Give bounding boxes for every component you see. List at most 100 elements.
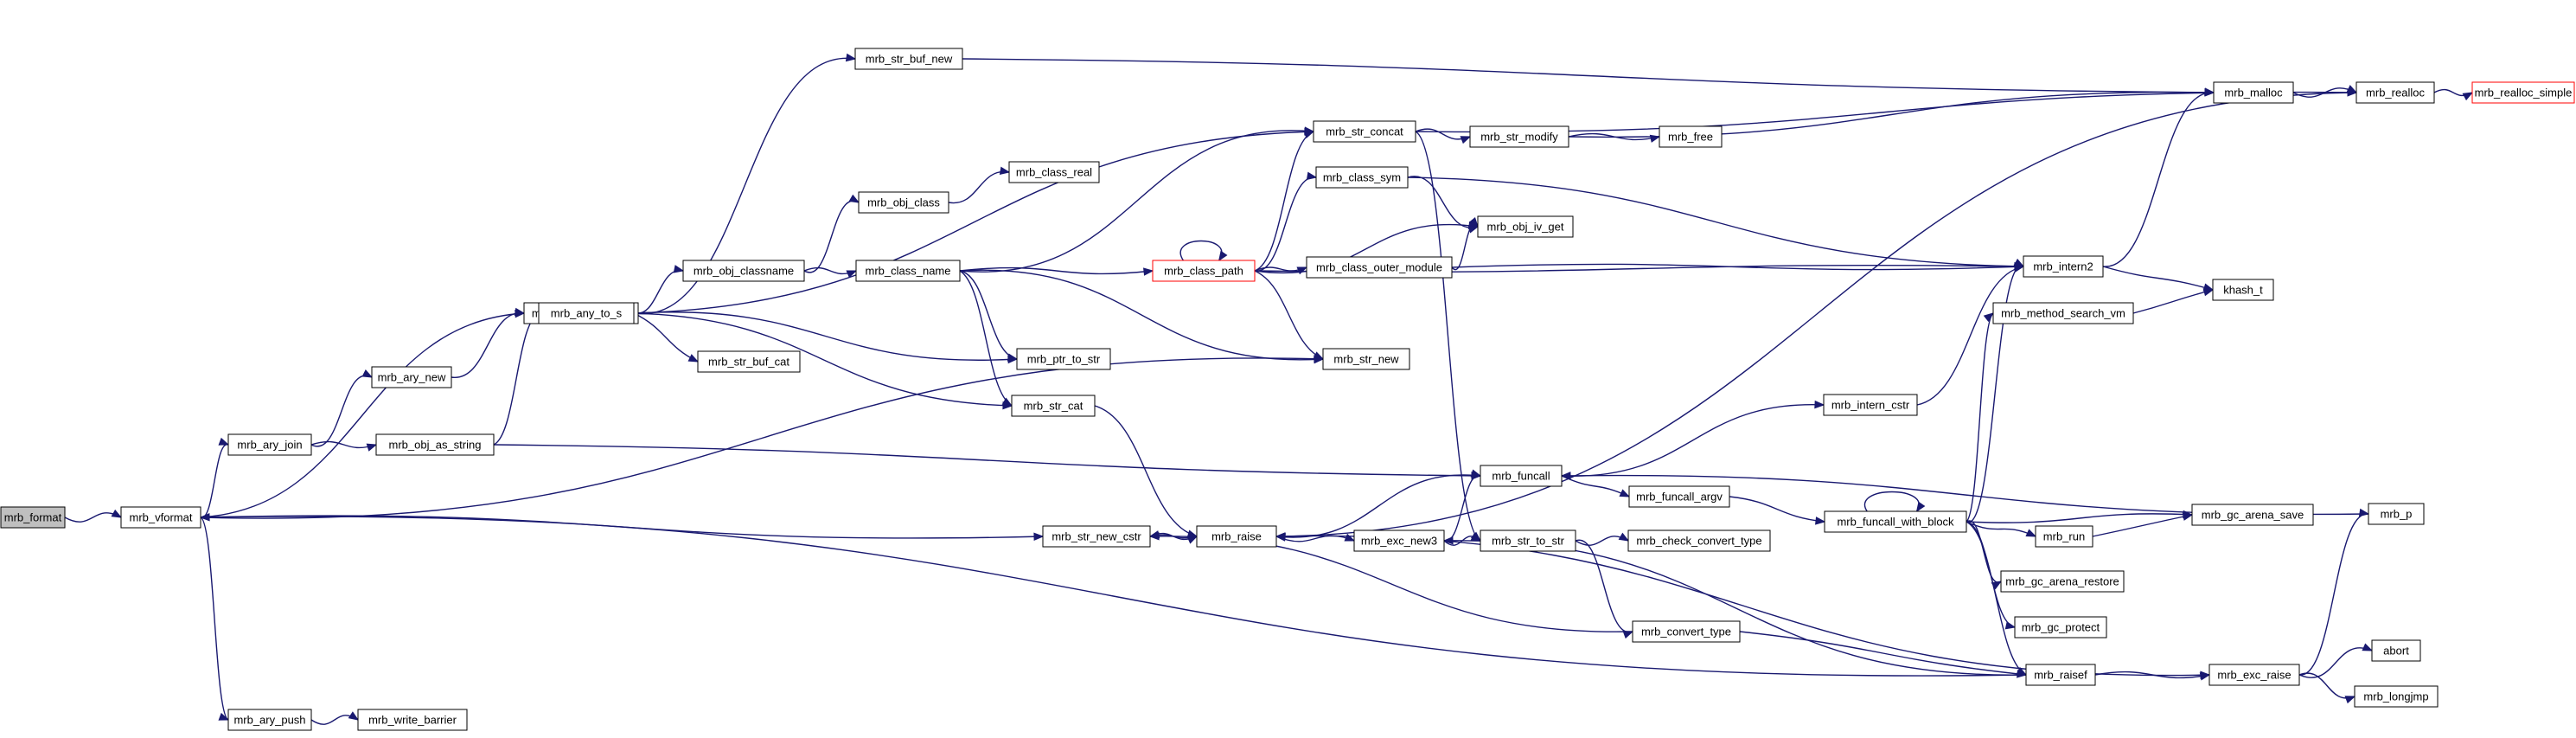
node-mrb_funcall[interactable]: mrb_funcall	[1480, 465, 1563, 487]
node-box[interactable]	[371, 366, 452, 388]
node-box[interactable]	[1315, 166, 1409, 189]
node-mrb_str_cat[interactable]: mrb_str_cat	[1011, 395, 1096, 417]
node-box[interactable]	[697, 350, 801, 373]
node-mrb_longjmp[interactable]: mrb_longjmp	[2354, 685, 2439, 708]
node-mrb_exc_raise[interactable]: mrb_exc_raise	[2208, 664, 2300, 686]
node-mrb_str_buf_new[interactable]: mrb_str_buf_new	[854, 48, 963, 70]
node-mrb_vformat[interactable]: mrb_vformat	[120, 506, 201, 529]
node-box[interactable]	[1196, 525, 1277, 548]
node-box[interactable]	[1477, 215, 1574, 238]
node-mrb_funcall_with_block[interactable]: mrb_funcall_with_block	[1824, 510, 1967, 533]
node-box[interactable]	[858, 191, 949, 214]
node-box[interactable]	[1628, 485, 1730, 508]
node-box[interactable]	[1008, 161, 1100, 183]
node-box[interactable]	[1480, 465, 1563, 487]
node-mrb_str_new_cstr[interactable]: mrb_str_new_cstr	[1042, 525, 1151, 548]
node-box[interactable]	[2355, 81, 2435, 104]
node-mrb_exc_new3[interactable]: mrb_exc_new3	[1353, 529, 1445, 552]
node-box[interactable]	[1627, 529, 1771, 552]
node-box[interactable]	[357, 709, 468, 731]
node-box[interactable]	[1306, 256, 1453, 279]
node-mrb_format[interactable]: mrb_format	[0, 506, 66, 529]
node-mrb_str_to_str[interactable]: mrb_str_to_str	[1480, 529, 1576, 552]
node-box[interactable]	[1469, 125, 1569, 148]
node-mrb_any_to_s[interactable]: mrb_any_to_s	[538, 302, 635, 324]
node-mrb_p[interactable]: mrb_p	[2368, 503, 2425, 525]
node-box[interactable]	[2191, 504, 2314, 526]
node-box[interactable]	[2371, 639, 2421, 662]
node-mrb_run[interactable]: mrb_run	[2035, 525, 2093, 548]
node-mrb_gc_protect[interactable]: mrb_gc_protect	[2014, 616, 2107, 639]
node-mrb_class_path[interactable]: mrb_class_path	[1152, 260, 1256, 282]
node-box[interactable]	[2023, 255, 2104, 278]
node-mrb_intern_cstr[interactable]: mrb_intern_cstr	[1823, 394, 1918, 416]
node-mrb_realloc[interactable]: mrb_realloc	[2355, 81, 2435, 104]
node-mrb_convert_type[interactable]: mrb_convert_type	[1632, 620, 1741, 643]
node-box[interactable]	[2014, 616, 2107, 639]
node-box[interactable]	[1152, 260, 1256, 282]
node-box[interactable]	[2354, 685, 2439, 708]
node-box[interactable]	[227, 709, 312, 731]
node-abort[interactable]: abort	[2371, 639, 2421, 662]
node-box[interactable]	[1823, 394, 1918, 416]
node-mrb_class_outer_module[interactable]: mrb_class_outer_module	[1306, 256, 1453, 279]
node-box[interactable]	[1042, 525, 1151, 548]
node-mrb_ary_new[interactable]: mrb_ary_new	[371, 366, 452, 388]
node-box[interactable]	[2208, 664, 2300, 686]
node-box[interactable]	[1322, 348, 1410, 370]
node-box[interactable]	[854, 48, 963, 70]
node-mrb_realloc_simple[interactable]: mrb_realloc_simple	[2471, 81, 2575, 104]
node-box[interactable]	[2025, 664, 2096, 686]
node-mrb_intern2[interactable]: mrb_intern2	[2023, 255, 2104, 278]
node-mrb_ary_join[interactable]: mrb_ary_join	[227, 433, 312, 456]
node-box[interactable]	[1011, 395, 1096, 417]
node-mrb_free[interactable]: mrb_free	[1659, 125, 1723, 148]
node-box[interactable]	[2035, 525, 2093, 548]
node-mrb_ptr_to_str[interactable]: mrb_ptr_to_str	[1016, 348, 1111, 370]
node-box[interactable]	[375, 433, 495, 456]
node-box[interactable]	[1992, 302, 2134, 324]
node-mrb_class_sym[interactable]: mrb_class_sym	[1315, 166, 1409, 189]
node-box[interactable]	[2212, 279, 2274, 301]
node-mrb_str_buf_cat[interactable]: mrb_str_buf_cat	[697, 350, 801, 373]
node-box[interactable]	[1632, 620, 1741, 643]
node-box[interactable]	[120, 506, 201, 529]
node-mrb_str_concat[interactable]: mrb_str_concat	[1313, 120, 1416, 143]
node-box[interactable]	[2000, 570, 2125, 593]
node-mrb_obj_iv_get[interactable]: mrb_obj_iv_get	[1477, 215, 1574, 238]
node-box[interactable]	[1353, 529, 1445, 552]
node-box[interactable]	[2213, 81, 2294, 104]
node-box[interactable]	[1659, 125, 1723, 148]
node-mrb_write_barrier[interactable]: mrb_write_barrier	[357, 709, 468, 731]
node-box[interactable]	[1016, 348, 1111, 370]
node-mrb_obj_class[interactable]: mrb_obj_class	[858, 191, 949, 214]
node-mrb_class_name[interactable]: mrb_class_name	[855, 260, 961, 282]
node-mrb_gc_arena_save[interactable]: mrb_gc_arena_save	[2191, 504, 2314, 526]
node-box[interactable]	[2471, 81, 2575, 104]
node-mrb_malloc[interactable]: mrb_malloc	[2213, 81, 2294, 104]
node-box[interactable]	[227, 433, 312, 456]
node-mrb_funcall_argv[interactable]: mrb_funcall_argv	[1628, 485, 1730, 508]
node-mrb_method_search_vm[interactable]: mrb_method_search_vm	[1992, 302, 2134, 324]
node-mrb_check_convert_type[interactable]: mrb_check_convert_type	[1627, 529, 1771, 552]
node-khash_t[interactable]: khash_t	[2212, 279, 2274, 301]
node-label: mrb_realloc	[2366, 87, 2425, 99]
node-box[interactable]	[2368, 503, 2425, 525]
node-mrb_raise[interactable]: mrb_raise	[1196, 525, 1277, 548]
node-box[interactable]	[538, 302, 635, 324]
node-mrb_obj_as_string[interactable]: mrb_obj_as_string	[375, 433, 495, 456]
node-mrb_obj_classname[interactable]: mrb_obj_classname	[682, 260, 805, 282]
node-mrb_str_new[interactable]: mrb_str_new	[1322, 348, 1410, 370]
node-mrb_str_modify[interactable]: mrb_str_modify	[1469, 125, 1569, 148]
node-box[interactable]	[855, 260, 961, 282]
node-mrb_gc_arena_restore[interactable]: mrb_gc_arena_restore	[2000, 570, 2125, 593]
node-box[interactable]	[1313, 120, 1416, 143]
node-box[interactable]	[682, 260, 805, 282]
node-mrb_raisef[interactable]: mrb_raisef	[2025, 664, 2096, 686]
nodes-layer: mrb_format mrb_vformat mrb_ary_join mrb_ary…	[0, 48, 2575, 731]
node-mrb_ary_push[interactable]: mrb_ary_push	[227, 709, 312, 731]
node-box[interactable]	[0, 506, 66, 529]
node-mrb_class_real[interactable]: mrb_class_real	[1008, 161, 1100, 183]
node-box[interactable]	[1824, 510, 1967, 533]
node-box[interactable]	[1480, 529, 1576, 552]
